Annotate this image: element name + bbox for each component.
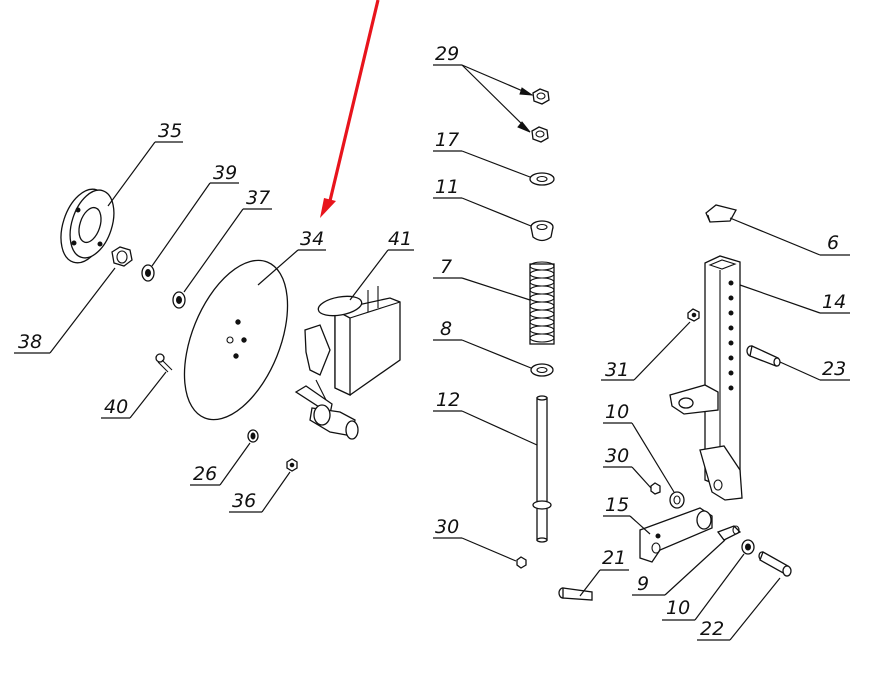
part-22-bolt xyxy=(758,551,792,577)
label-37: 37 xyxy=(246,187,270,209)
label-6: 6 xyxy=(827,232,839,254)
label-14: 14 xyxy=(822,291,846,313)
label-30-right: 30 xyxy=(605,445,629,467)
label-21: 21 xyxy=(602,547,626,569)
label-8: 8 xyxy=(440,318,452,340)
part-35-flange-hub xyxy=(60,188,115,264)
label-29: 29 xyxy=(435,43,459,65)
label-22: 22 xyxy=(700,618,724,640)
label-23: 23 xyxy=(822,358,846,380)
label-11: 11 xyxy=(435,176,459,198)
part-8-washer xyxy=(530,363,554,377)
label-17: 17 xyxy=(435,129,459,151)
part-34-disc xyxy=(183,259,289,421)
label-36: 36 xyxy=(232,490,256,512)
label-34: 34 xyxy=(300,228,324,250)
label-7: 7 xyxy=(440,256,452,278)
label-40: 40 xyxy=(104,396,128,418)
label-39: 39 xyxy=(213,162,237,184)
label-26: 26 xyxy=(193,463,217,485)
part-14-post xyxy=(669,255,743,501)
label-31: 31 xyxy=(605,359,629,381)
part-30-nut-right xyxy=(650,482,661,495)
part-26-washer xyxy=(247,429,259,443)
part-10-bushing-upper xyxy=(669,491,685,509)
red-pointer-arrow xyxy=(320,0,380,218)
part-36-nut xyxy=(286,458,298,472)
part-40-bolt xyxy=(155,353,173,373)
label-10-upper: 10 xyxy=(605,401,629,423)
part-15-bracket xyxy=(639,507,713,563)
part-38-nut xyxy=(111,246,133,267)
label-41: 41 xyxy=(388,228,412,250)
part-41-bracket-assembly xyxy=(294,286,401,440)
part-9-pin xyxy=(716,525,742,541)
part-11-bushing xyxy=(530,220,554,242)
part-31-nut xyxy=(687,308,700,322)
part-23-pin xyxy=(746,345,781,367)
part-29-nuts xyxy=(531,88,550,143)
part-17-washer xyxy=(529,172,555,186)
part-21-bolt xyxy=(558,587,593,601)
label-30-lower: 30 xyxy=(435,516,459,538)
label-12: 12 xyxy=(436,389,460,411)
part-10-bushing-lower xyxy=(741,539,755,555)
part-12-shaft xyxy=(532,395,552,543)
label-9: 9 xyxy=(637,573,649,595)
part-37-washer xyxy=(172,291,186,309)
part-7-spring xyxy=(529,261,555,345)
part-39-washer xyxy=(141,264,155,282)
part-30-nut-lower xyxy=(516,556,527,569)
part-6-cap xyxy=(705,204,737,223)
label-10-lower: 10 xyxy=(666,597,690,619)
label-35: 35 xyxy=(158,120,182,142)
label-38: 38 xyxy=(18,331,42,353)
label-15: 15 xyxy=(605,494,629,516)
